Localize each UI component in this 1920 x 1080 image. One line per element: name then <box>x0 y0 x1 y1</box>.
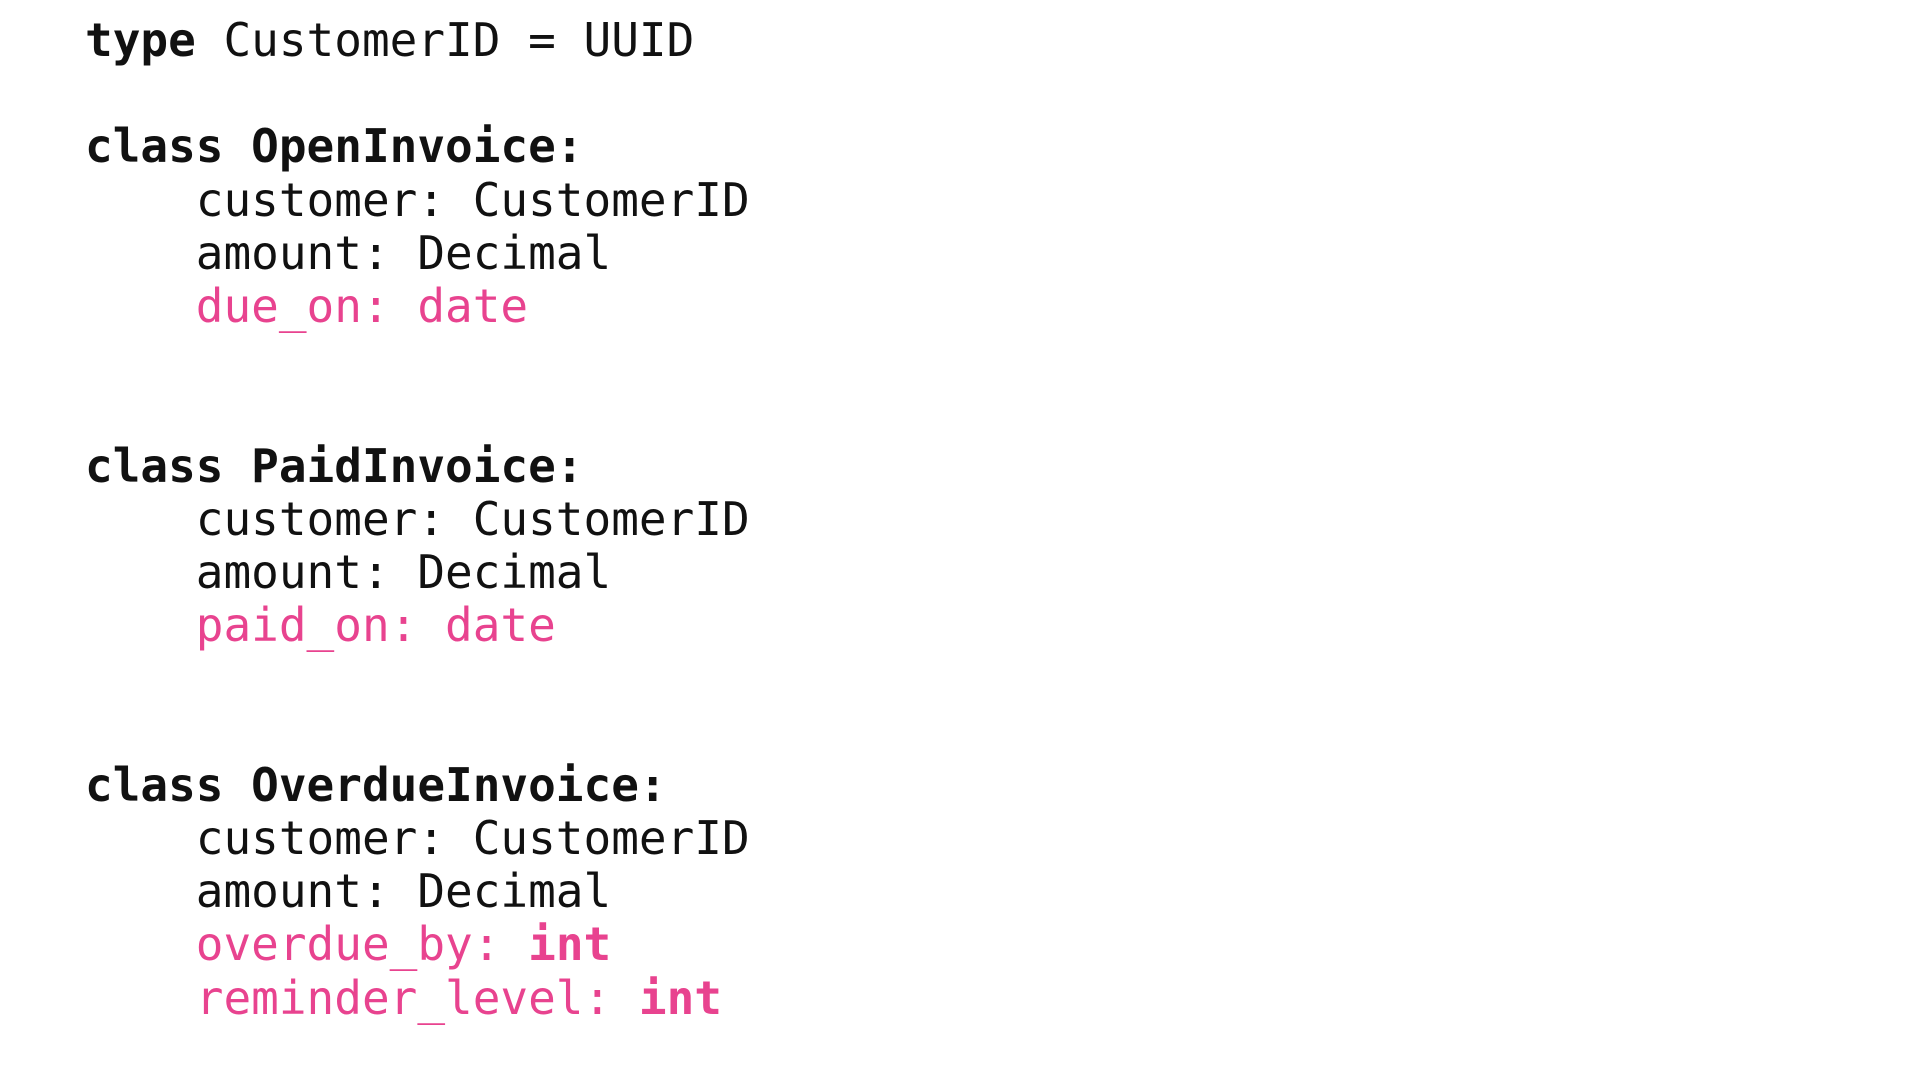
field-paidinvoice-customer: customer: CustomerID <box>85 491 750 546</box>
type-alias-customerid-token-0: type <box>85 13 196 67</box>
code-listing: type CustomerID = UUID class OpenInvoice… <box>85 13 750 1025</box>
field-overdueinvoice-overdue-by-token-2: int <box>528 917 612 972</box>
field-overdueinvoice-reminder-level: reminder_level: int <box>85 970 750 1025</box>
type-alias-customerid: type CustomerID = UUID <box>85 13 750 67</box>
class-header-overdueinvoice: class OverdueInvoice: <box>85 757 750 812</box>
field-overdueinvoice-reminder-level-token-2: int <box>638 970 722 1025</box>
field-overdueinvoice-amount: amount: Decimal <box>85 865 750 918</box>
field-overdueinvoice-reminder-level-token-1: reminder_level: <box>195 970 639 1025</box>
blank-line <box>85 706 750 759</box>
blank-line <box>85 333 750 386</box>
field-openinvoice-amount-token-0: amount: Decimal <box>85 225 612 280</box>
class-header-overdueinvoice-token-0: class OverdueInvoice: <box>85 757 667 812</box>
field-paidinvoice-paid-on-token-0 <box>85 598 196 652</box>
blank-line <box>85 386 750 439</box>
field-overdueinvoice-reminder-level-token-0 <box>85 971 196 1025</box>
field-overdueinvoice-overdue-by-token-0 <box>85 917 196 971</box>
blank-line <box>85 652 750 705</box>
blank-line <box>85 67 750 120</box>
field-paidinvoice-amount: amount: Decimal <box>85 545 750 600</box>
field-overdueinvoice-customer: customer: CustomerID <box>85 811 750 866</box>
field-overdueinvoice-overdue-by-token-1: overdue_by: <box>195 917 529 972</box>
type-alias-customerid-token-1: CustomerID = UUID <box>195 13 695 67</box>
field-overdueinvoice-overdue-by: overdue_by: int <box>85 918 750 971</box>
field-overdueinvoice-amount-token-0: amount: Decimal <box>85 864 612 919</box>
class-header-openinvoice: class OpenInvoice: <box>85 120 750 173</box>
field-openinvoice-amount: amount: Decimal <box>85 225 750 280</box>
field-paidinvoice-paid-on: paid_on: date <box>85 599 750 652</box>
class-header-paidinvoice: class PaidInvoice: <box>85 438 750 493</box>
field-openinvoice-customer: customer: CustomerID <box>85 172 750 227</box>
field-paidinvoice-customer-token-0: customer: CustomerID <box>85 491 750 546</box>
class-header-openinvoice-token-0: class OpenInvoice: <box>85 119 584 174</box>
field-paidinvoice-paid-on-token-1: paid_on: date <box>195 598 556 653</box>
field-openinvoice-due-on: due_on: date <box>85 279 750 334</box>
class-header-paidinvoice-token-0: class PaidInvoice: <box>85 438 584 493</box>
field-openinvoice-due-on-token-1: due_on: date <box>195 279 529 334</box>
field-openinvoice-due-on-token-0 <box>85 279 196 333</box>
field-overdueinvoice-customer-token-0: customer: CustomerID <box>85 811 750 866</box>
field-paidinvoice-amount-token-0: amount: Decimal <box>85 545 612 600</box>
field-openinvoice-customer-token-0: customer: CustomerID <box>85 172 750 227</box>
